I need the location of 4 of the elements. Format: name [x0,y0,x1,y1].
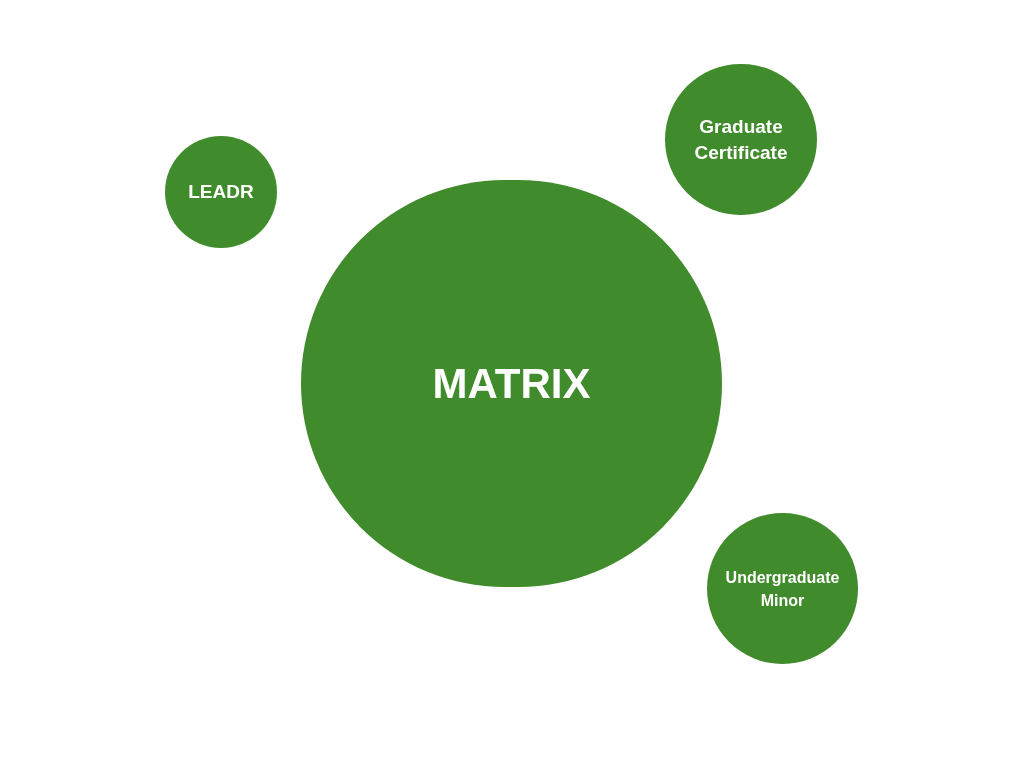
circle-label: Undergraduate Minor [724,567,841,611]
circle-label: Graduate Certificate [693,114,789,165]
circle-label: MATRIX [431,359,592,409]
circle-label: LEADR [187,179,255,204]
